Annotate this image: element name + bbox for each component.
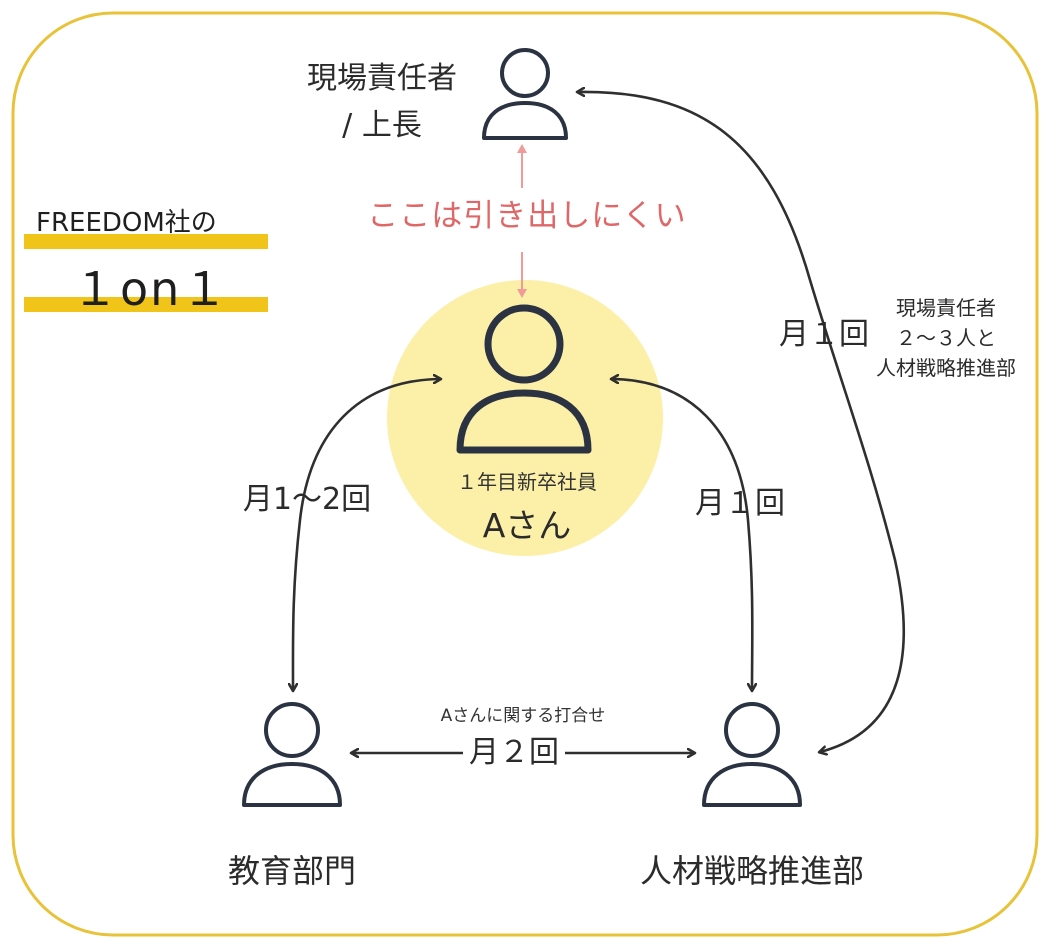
freq-left: 月1〜2回	[242, 482, 372, 517]
person-icon	[702, 702, 802, 807]
person-icon	[482, 48, 568, 140]
person-icon	[242, 702, 342, 807]
warning-text: ここは引き出しにくい	[367, 198, 687, 234]
top-node-label: 現場責任者 / 上長	[307, 56, 457, 149]
bottom-left-label: 教育部門	[227, 852, 357, 890]
center-node-sublabel: １年目新卒社員	[457, 470, 597, 494]
outer-frame	[11, 11, 1039, 937]
freq-right: 月１回	[695, 486, 785, 521]
meeting-note: Aさんに関する打合せ	[440, 706, 606, 726]
title-bar-1	[24, 234, 268, 249]
title-line-1: FREEDOM社の	[36, 208, 217, 238]
title-bar-2	[24, 297, 268, 312]
freq-far-right: 月１回	[779, 317, 869, 352]
top-node-label-line1: 現場責任者	[307, 61, 457, 96]
arrow-manager-hr	[578, 92, 906, 752]
top-node-label-line2: / 上長	[342, 107, 422, 143]
right-note-line2: ２〜３人と	[896, 326, 996, 350]
right-note-line1: 現場責任者	[896, 296, 996, 320]
person-icon	[456, 304, 592, 454]
center-node-label: Aさん	[482, 506, 572, 545]
right-note: 現場責任者 ２〜３人と 人材戦略推進部	[876, 293, 1016, 383]
arrow-center-education	[293, 379, 440, 690]
title-line-2: １on１	[72, 262, 230, 316]
right-note-line3: 人材戦略推進部	[876, 356, 1016, 380]
freq-bottom: 月２回	[463, 735, 565, 771]
bottom-right-label: 人材戦略推進部	[639, 852, 865, 890]
